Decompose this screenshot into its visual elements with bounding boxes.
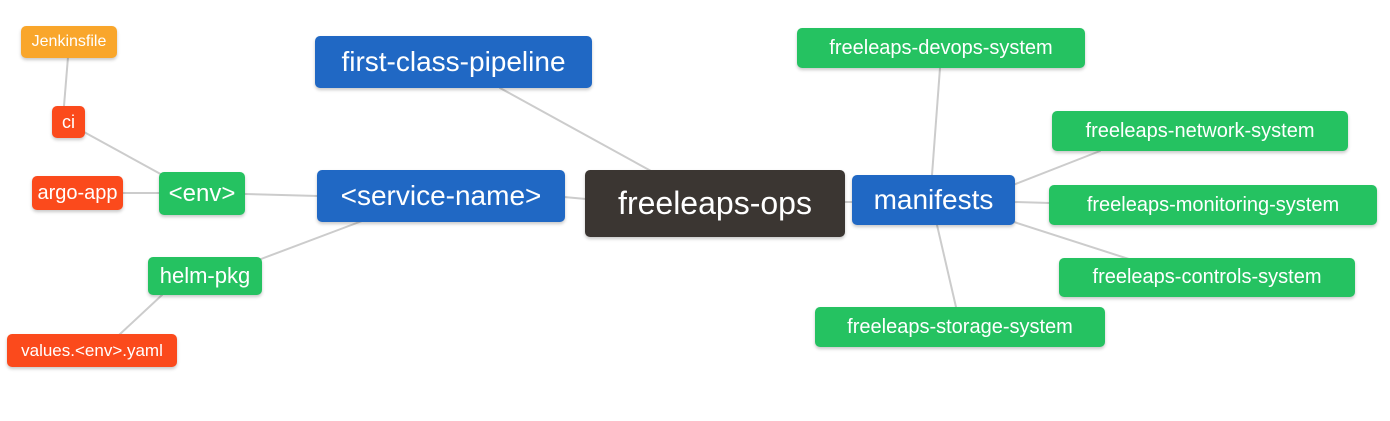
edge-manifests-controls xyxy=(1013,221,1136,262)
node-freeleaps-ops[interactable]: freeleaps-ops xyxy=(585,170,845,237)
node-label: values.<env>.yaml xyxy=(21,340,163,360)
edge-pipeline-ops xyxy=(499,87,652,172)
node-label: first-class-pipeline xyxy=(341,46,566,77)
edge-service-name-ops xyxy=(563,196,587,200)
edge-manifests-devops xyxy=(931,67,941,176)
node-first-class-pipeline[interactable]: first-class-pipeline xyxy=(315,36,592,88)
edge-manifests-network xyxy=(1012,150,1101,186)
edge-manifests-storage xyxy=(936,224,957,308)
node-label: freeleaps-controls-system xyxy=(1092,266,1322,288)
node-freeleaps-controls-system[interactable]: freeleaps-controls-system xyxy=(1059,258,1355,297)
node-freeleaps-network-system[interactable]: freeleaps-network-system xyxy=(1052,111,1348,151)
node-helm-pkg[interactable]: helm-pkg xyxy=(148,257,262,295)
node-ci[interactable]: ci xyxy=(52,106,85,138)
node-env[interactable]: <env> xyxy=(159,172,245,215)
edge-jenkinsfile-ci xyxy=(63,56,69,107)
node-manifests[interactable]: manifests xyxy=(852,175,1015,225)
node-label: ci xyxy=(62,111,75,132)
edge-ci-env xyxy=(83,131,167,178)
node-argo-app[interactable]: argo-app xyxy=(32,176,123,210)
node-label: helm-pkg xyxy=(159,263,251,288)
node-label: freeleaps-monitoring-system xyxy=(1086,193,1340,216)
edge-env-service-name xyxy=(244,193,319,197)
node-label: freeleaps-devops-system xyxy=(829,36,1053,59)
node-label: argo-app xyxy=(37,181,118,204)
node-freeleaps-devops-system[interactable]: freeleaps-devops-system xyxy=(797,28,1085,68)
edge-manifests-monitoring xyxy=(1013,201,1051,204)
node-label: freeleaps-ops xyxy=(618,185,812,221)
node-label: manifests xyxy=(873,184,994,215)
node-jenkinsfile[interactable]: Jenkinsfile xyxy=(21,26,117,58)
node-label: Jenkinsfile xyxy=(31,33,107,50)
node-label: freeleaps-storage-system xyxy=(847,315,1073,338)
node-values-env-yaml[interactable]: values.<env>.yaml xyxy=(7,334,177,367)
node-label: <env> xyxy=(168,179,236,207)
node-service-name[interactable]: <service-name> xyxy=(317,170,565,222)
node-label: <service-name> xyxy=(340,180,542,211)
edge-helm-pkg-service-name xyxy=(260,220,363,260)
node-freeleaps-storage-system[interactable]: freeleaps-storage-system xyxy=(815,307,1105,347)
edge-values-helm-pkg xyxy=(118,294,163,336)
node-label: freeleaps-network-system xyxy=(1085,119,1315,142)
node-freeleaps-monitoring-system[interactable]: freeleaps-monitoring-system xyxy=(1049,185,1377,225)
